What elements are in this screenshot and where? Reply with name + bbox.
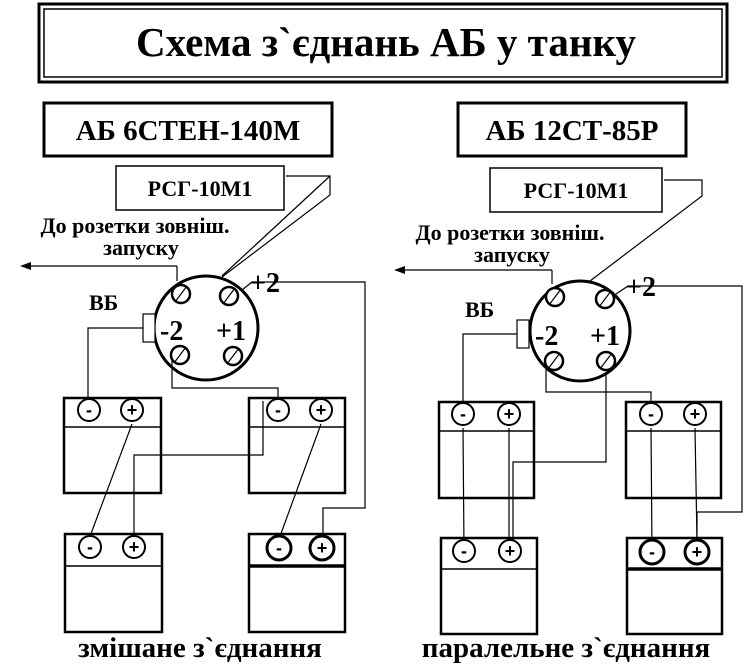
right-relay-label: РСГ-10М1 bbox=[524, 178, 629, 203]
left-caption: змішане з`єднання bbox=[78, 632, 322, 664]
left-vb-label: ВБ bbox=[89, 290, 118, 315]
right-vb-label: ВБ bbox=[465, 297, 494, 322]
svg-text:-: - bbox=[87, 537, 93, 557]
right-socket-label-line2: запуску bbox=[474, 242, 550, 267]
right-relay-box bbox=[489, 167, 663, 213]
left-socket-label-line1: До розетки зовніш. bbox=[40, 213, 229, 238]
svg-text:+: + bbox=[127, 400, 138, 420]
right-battery-type: АБ 12СТ-85Р bbox=[485, 115, 658, 147]
right-socket-arrow bbox=[394, 266, 552, 274]
svg-text:-: - bbox=[276, 538, 282, 558]
svg-text:-: - bbox=[648, 404, 654, 424]
svg-text:-: - bbox=[275, 400, 281, 420]
title-frame bbox=[37, 2, 729, 84]
svg-text:-: - bbox=[649, 542, 655, 562]
right-socket-label-line1: До розетки зовніш. bbox=[415, 220, 604, 245]
pin-plus2-icon bbox=[594, 288, 616, 310]
svg-text:+: + bbox=[129, 537, 140, 557]
pin-socket-icon bbox=[170, 283, 192, 305]
svg-text:+: + bbox=[505, 541, 516, 561]
pin-plus1-icon bbox=[222, 345, 244, 367]
svg-text:-: - bbox=[86, 400, 92, 420]
left-relay-label: РСГ-10М1 bbox=[148, 176, 253, 201]
pin-minus2-icon bbox=[169, 344, 191, 366]
pin-plus1-icon bbox=[595, 350, 617, 372]
left-vb-switch bbox=[142, 313, 156, 343]
left-battery-type: АБ 6СТЕН-140М bbox=[76, 115, 301, 147]
svg-text:+: + bbox=[317, 538, 328, 558]
svg-text:-: - bbox=[461, 541, 467, 561]
diagram-title: Схема з`єднань АБ у танку bbox=[136, 19, 636, 65]
pin-socket-icon bbox=[544, 286, 566, 308]
right-vb-switch bbox=[516, 319, 530, 349]
right-pin-minus2-label: -2 bbox=[535, 321, 558, 352]
left-battery-type-box bbox=[42, 101, 334, 158]
right-caption: паралельне з`єднання bbox=[422, 632, 711, 664]
left-wiring bbox=[87, 281, 366, 547]
left-connector-pins bbox=[169, 283, 244, 367]
right-battery-type-box bbox=[456, 101, 688, 158]
left-pin-plus2-label: +2 bbox=[250, 268, 280, 299]
right-connector bbox=[528, 179, 703, 383]
svg-text:+: + bbox=[316, 400, 327, 420]
left-pin-plus1-label: +1 bbox=[216, 316, 246, 347]
left-pin-minus2-label: -2 bbox=[160, 316, 183, 347]
right-wiring bbox=[462, 285, 743, 552]
pin-minus2-icon bbox=[543, 350, 565, 372]
svg-text:-: - bbox=[460, 404, 466, 424]
left-terminals: - + - + - + - + bbox=[77, 398, 336, 562]
svg-text:+: + bbox=[504, 404, 515, 424]
left-socket-label-line2: запуску bbox=[103, 235, 179, 260]
svg-text:+: + bbox=[690, 404, 701, 424]
right-pin-plus1-label: +1 bbox=[590, 321, 620, 352]
left-relay-box bbox=[115, 165, 285, 211]
pin-plus2-icon bbox=[218, 285, 240, 307]
svg-text:+: + bbox=[692, 542, 703, 562]
left-socket-arrow bbox=[20, 262, 177, 270]
right-terminals: - + - + - + - + bbox=[451, 402, 711, 566]
right-pin-plus2-label: +2 bbox=[626, 272, 656, 303]
right-connector-pins bbox=[543, 286, 617, 372]
